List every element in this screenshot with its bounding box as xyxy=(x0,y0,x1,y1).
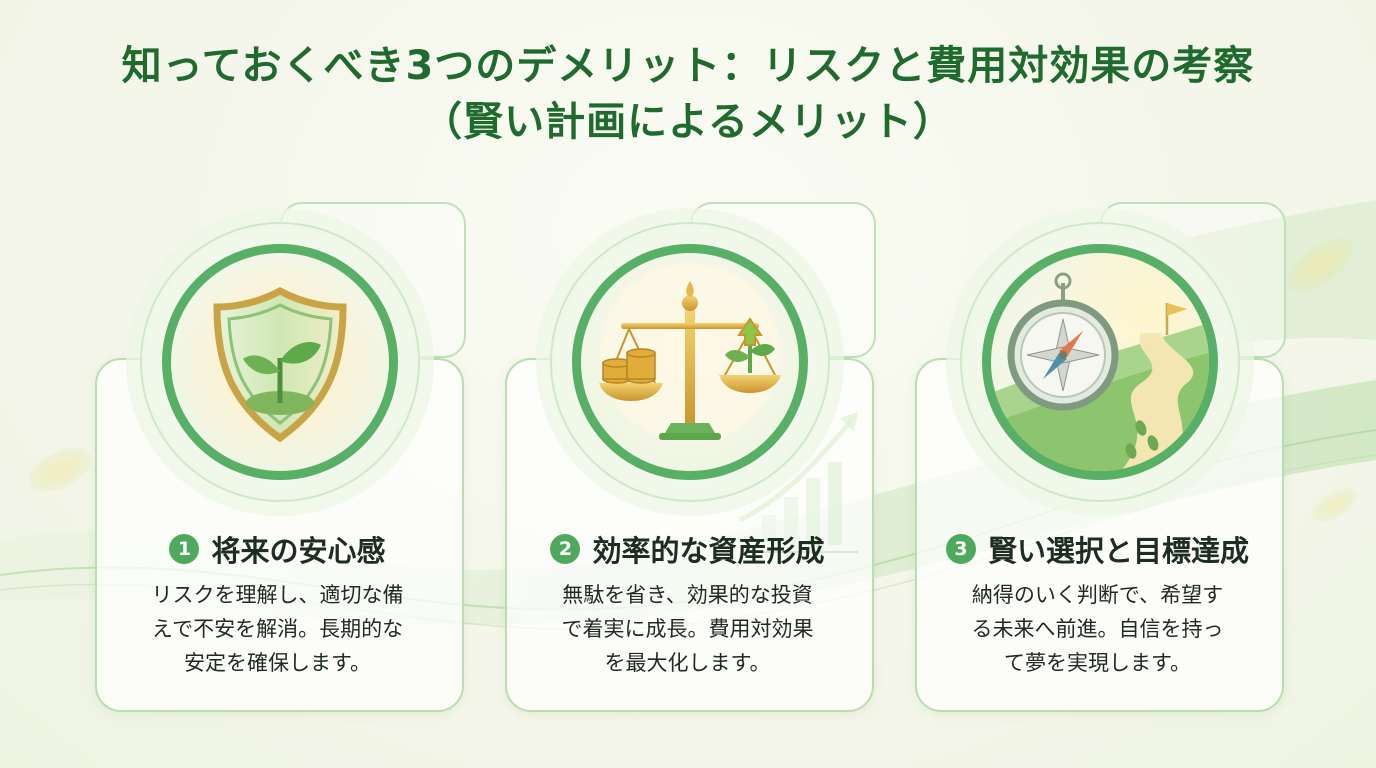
description-line: 無駄を省き、効果的な投資 xyxy=(562,583,813,607)
number-badge: 3 xyxy=(945,534,976,564)
icon-ring xyxy=(140,222,420,502)
compass-path-icon xyxy=(991,253,1209,471)
description-line: を最大化します。 xyxy=(604,651,771,675)
card-title: 効率的な資産形成 xyxy=(592,534,825,568)
icon-frame xyxy=(572,244,808,480)
icon-ring xyxy=(550,222,830,502)
number-badge: 1 xyxy=(169,534,200,564)
page-title: 知っておくべき3つのデメリット：リスクと費用対効果の考察 （賢い計画によるメリッ… xyxy=(0,38,1376,150)
icon-ring xyxy=(960,222,1240,502)
shield-sprout-icon xyxy=(175,257,385,467)
balance-scale-icon xyxy=(599,263,781,443)
benefit-card-1: 1 将来の安心感 リスクを理解し、適切な備 えで不安を解消。長期的な 安定を確保… xyxy=(95,0,464,768)
card-description: 納得のいく判断で、希望す る未来へ前進。自信を持っ て夢を実現します。 xyxy=(915,578,1280,680)
description-line: る未来へ前進。自信を持っ xyxy=(971,617,1224,641)
card-heading: 1 将来の安心感 xyxy=(95,528,460,570)
title-line-2: （賢い計画によるメリット） xyxy=(422,99,954,145)
description-line: リスクを理解し、適切な備 xyxy=(151,583,404,607)
icon-frame xyxy=(162,244,398,480)
card-description: リスクを理解し、適切な備 えで不安を解消。長期的な 安定を確保します。 xyxy=(95,578,460,680)
description-line: で着実に成長。費用対効果 xyxy=(561,617,814,641)
card-heading: 2 効率的な資産形成 xyxy=(505,528,870,570)
card-heading: 3 賢い選択と目標達成 xyxy=(915,528,1280,570)
title-line-1: 知っておくべき3つのデメリット：リスクと費用対効果の考察 xyxy=(121,43,1255,89)
description-line: えで不安を解消。長期的な xyxy=(151,617,404,641)
card-description: 無駄を省き、効果的な投資 で着実に成長。費用対効果 を最大化します。 xyxy=(505,578,870,680)
description-line: て夢を実現します。 xyxy=(1004,651,1191,675)
card-title: 将来の安心感 xyxy=(211,534,386,568)
description-line: 安定を確保します。 xyxy=(184,651,371,675)
number-badge: 2 xyxy=(550,534,581,564)
card-title: 賢い選択と目標達成 xyxy=(987,534,1249,568)
benefit-card-3: 3 賢い選択と目標達成 納得のいく判断で、希望す る未来へ前進。自信を持っ て夢… xyxy=(915,0,1284,768)
icon-frame xyxy=(982,244,1218,480)
description-line: 納得のいく判断で、希望す xyxy=(971,583,1224,607)
benefit-card-2: 2 効率的な資産形成 無駄を省き、効果的な投資 で着実に成長。費用対効果 を最大… xyxy=(505,0,874,768)
